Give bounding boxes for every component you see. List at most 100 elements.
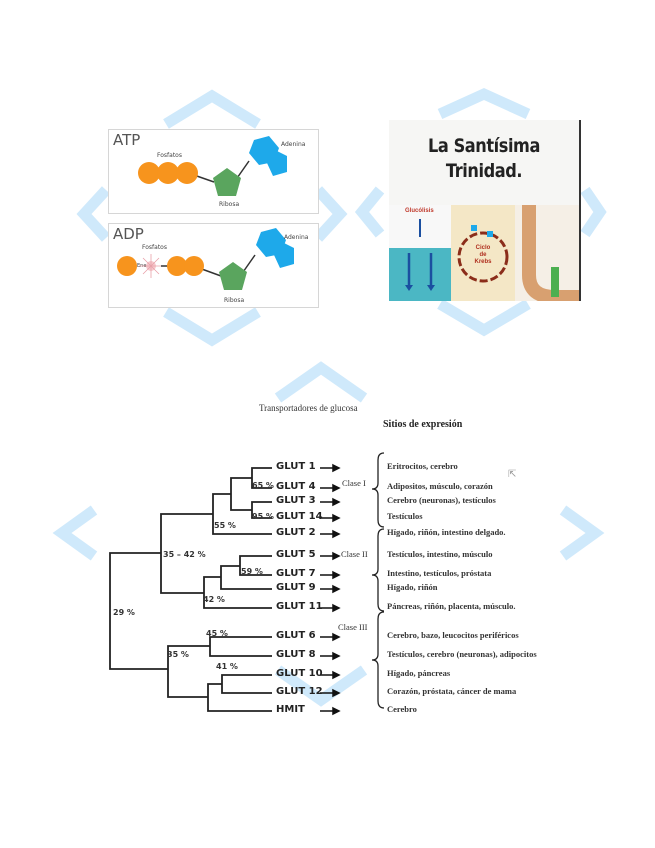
adenine-pentagon — [274, 242, 294, 268]
atp-title: ATP — [113, 131, 141, 149]
expression-site: Páncreas, riñón, placenta, músculo. — [387, 601, 516, 611]
trinity-title: La Santísima Trinidad. — [403, 134, 565, 184]
krebs-label: Ciclo de Krebs — [451, 245, 515, 266]
arrow-right-icon — [320, 651, 341, 661]
transporter-name: GLUT 7 — [276, 568, 316, 579]
phosphate-3 — [184, 256, 204, 276]
adp-title: ADP — [113, 225, 144, 243]
atp-molecule — [138, 136, 287, 196]
transporter-name: HMIT — [276, 704, 305, 715]
transporter-name: GLUT 5 — [276, 549, 316, 560]
phosphate-2 — [167, 256, 187, 276]
arrow-right-icon — [320, 632, 341, 642]
phosphate-2 — [157, 162, 179, 184]
krebs-line3: Krebs — [474, 259, 492, 265]
class-2-label: Clase II — [341, 549, 368, 559]
expression-site: Corazón, próstata, cáncer de mama — [387, 686, 517, 696]
similarity-class1-2: 35 – 42 % — [163, 550, 206, 559]
phosphates-label: Fosfatos — [142, 244, 167, 251]
krebs-line2: de — [479, 252, 487, 258]
transporter-name: GLUT 6 — [276, 630, 316, 641]
expression-site: Cerebro, bazo, leucocitos periféricos — [387, 630, 519, 640]
mitochondria-membrane — [522, 205, 579, 301]
adenine-label: Adenina — [281, 141, 306, 148]
branch-class3 — [167, 645, 210, 698]
arrow-right-icon — [320, 497, 341, 507]
krebs-line1: Ciclo — [475, 245, 491, 251]
similarity-glut6-8: 45 % — [206, 629, 228, 638]
class2-brace — [371, 528, 385, 612]
expression-sites-header: Sitios de expresión — [383, 419, 463, 430]
arrow-right-icon — [320, 688, 341, 698]
expression-site: Testículos — [387, 511, 423, 521]
krebs-cycle-panel: Ciclo de Krebs — [451, 205, 515, 301]
expression-site: Hígado, riñón — [387, 582, 438, 592]
mouse-cursor-icon: ⇱ — [508, 469, 517, 480]
transporter-name: GLUT 14 — [276, 511, 323, 522]
trinity-title-line2: Trinidad. — [445, 160, 523, 182]
ribose-pentagon — [219, 262, 247, 290]
ribose-label: Ribosa — [224, 297, 245, 304]
similarity-glut1-4: 65 % — [252, 481, 274, 490]
expression-site: Hígado, páncreas — [387, 668, 451, 678]
expression-site: Adipositos, músculo, corazón — [387, 481, 493, 491]
similarity-glut10-12: 41 % — [216, 662, 238, 671]
arrow-right-icon — [320, 706, 341, 716]
transporter-name: GLUT 3 — [276, 495, 316, 506]
transporter-name: GLUT 2 — [276, 527, 316, 538]
class1-brace — [371, 452, 385, 528]
arrow-right-icon — [320, 529, 341, 539]
branch-glut6-8 — [209, 636, 272, 657]
adenine-label: Adenina — [284, 234, 309, 241]
similarity-glut3-14: 95 % — [252, 512, 274, 521]
krebs-cycle-ring — [457, 225, 509, 283]
arrow-right-icon — [320, 603, 341, 613]
expression-site: Hígado, riñón, intestino delgado. — [387, 527, 506, 537]
arrow-right-icon — [320, 551, 341, 561]
phosphate-3 — [176, 162, 198, 184]
branch-glut10-12 — [221, 674, 272, 694]
expression-site: Intestino, testículos, próstata — [387, 568, 492, 578]
expression-site: Eritrocitos, cerebro — [387, 461, 458, 471]
arrow-right-icon — [320, 670, 341, 680]
transporter-name: GLUT 12 — [276, 686, 323, 697]
similarity-class2: 42 % — [203, 595, 225, 604]
glycolysis-arrows — [405, 219, 435, 291]
arrow-right-icon — [320, 570, 341, 580]
transporter-name: GLUT 4 — [276, 481, 316, 492]
arrow-right-icon — [320, 584, 341, 594]
arrow-right-icon — [320, 513, 341, 523]
expression-site: Cerebro (neuronas), testículos — [387, 495, 496, 505]
transporter-name: GLUT 11 — [276, 601, 323, 612]
atp-diagram: ATP Fosfatos Ribosa Adenina — [108, 129, 319, 214]
ribose-pentagon — [213, 168, 241, 196]
trinity-title-line1: La Santísima — [428, 135, 540, 157]
similarity-root: 29 % — [113, 608, 135, 617]
similarity-class3: 35 % — [167, 650, 189, 659]
transporter-name: GLUT 10 — [276, 668, 323, 679]
adenine-pentagon — [267, 150, 287, 176]
adp-diagram: ADP Fosfatos Energía Ribosa Adenina — [108, 223, 319, 308]
phosphates-label: Fosfatos — [157, 152, 182, 159]
transporter-name: GLUT 8 — [276, 649, 316, 660]
expression-site: Cerebro — [387, 704, 417, 714]
phosphate-1 — [117, 256, 137, 276]
trinity-image: La Santísima Trinidad. Glucólisis Ciclo … — [389, 120, 581, 301]
class-1-label: Clase I — [342, 478, 366, 488]
decor-diamond-bottom — [52, 361, 605, 707]
arrow-right-icon — [320, 463, 341, 473]
similarity-glut5-7: 59 % — [241, 567, 263, 576]
class3-brace — [371, 611, 385, 709]
decor-diamond-top-right — [354, 87, 607, 337]
decor-diamond-top-left — [76, 89, 348, 347]
glycolysis-panel: Glucólisis — [389, 205, 451, 301]
branch-1-4-3-14 — [230, 477, 252, 511]
arrow-right-icon — [320, 483, 341, 493]
ribose-label: Ribosa — [219, 201, 240, 208]
adp-molecule — [117, 228, 294, 290]
glut-figure-title: Transportadores de glucosa — [259, 403, 358, 413]
expression-site: Testículos, intestino, músculo — [387, 549, 493, 559]
energy-burst-icon — [139, 254, 163, 278]
branch-10-12-hmit — [207, 683, 272, 712]
